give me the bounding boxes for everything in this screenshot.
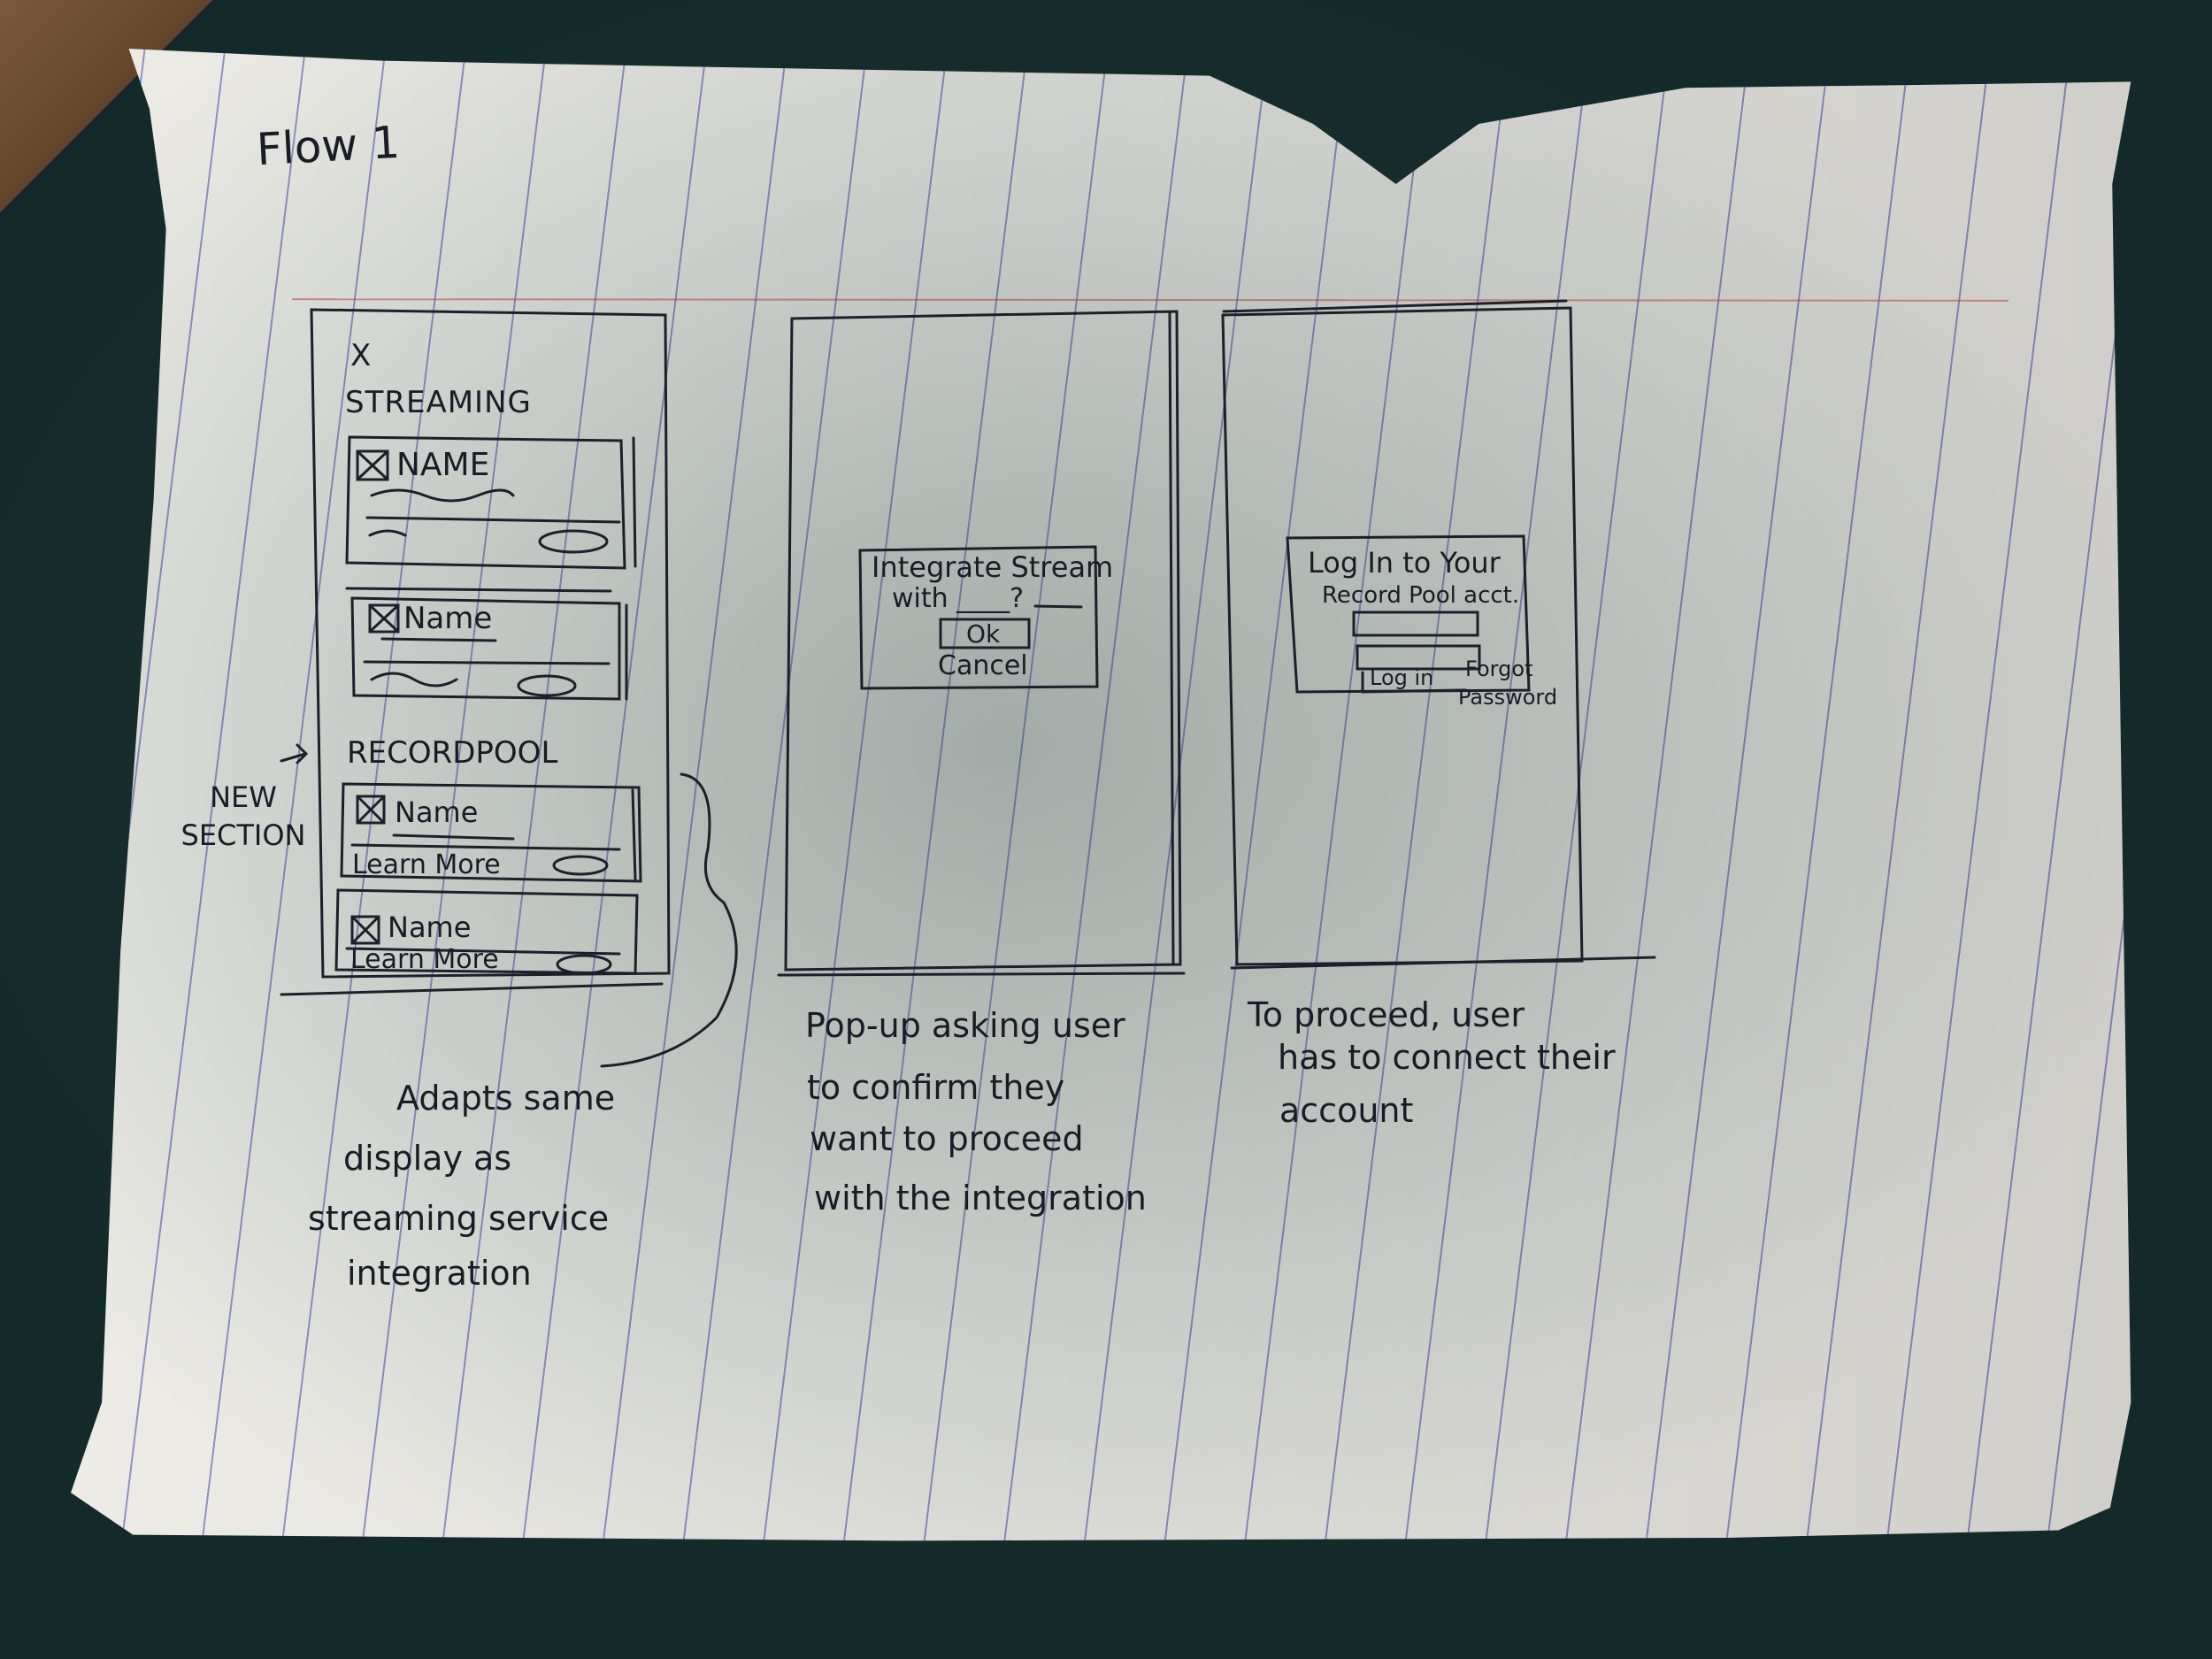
screen3-caption-line-3: account xyxy=(1279,1091,1414,1130)
screen3-caption-line-1: To proceed, user xyxy=(1248,995,1525,1034)
recordpool-heading: RECORDPOOL xyxy=(347,735,558,771)
screen1-caption-line-3: streaming service xyxy=(308,1199,610,1238)
recordpool-item-2-learn-more[interactable]: Learn More xyxy=(350,944,499,975)
bracket-line xyxy=(600,772,738,1068)
lined-paper xyxy=(71,49,2131,1541)
checkbox-icon xyxy=(356,795,386,825)
confirm-dialog-frame xyxy=(858,545,1099,690)
login-dialog-subtitle: Record Pool acct. xyxy=(1322,582,1520,609)
screen2-caption-line-3: want to proceed xyxy=(810,1119,1084,1158)
screen2-caption-line-4: with the integration xyxy=(814,1179,1147,1217)
close-icon[interactable]: X xyxy=(350,338,372,373)
forgot-password-link-word[interactable]: Password xyxy=(1458,685,1558,710)
flow-title: Flow 1 xyxy=(255,116,402,176)
screen2-caption-line-2: to confirm they xyxy=(807,1068,1065,1107)
login-dialog-title: Log In to Your xyxy=(1308,546,1501,580)
recordpool-item-2-name: Name xyxy=(388,910,472,944)
streaming-card-1 xyxy=(345,435,637,570)
screen1-caption-line-1: Adapts same xyxy=(396,1079,616,1118)
screen1-frame xyxy=(280,308,671,996)
recordpool-item-1-learn-more[interactable]: Learn More xyxy=(352,849,501,880)
ok-button[interactable]: Ok xyxy=(966,619,1001,649)
screen2-caption-line-1: Pop-up asking user xyxy=(805,1006,1125,1045)
checkbox-icon xyxy=(350,915,380,945)
recordpool-item-1-name: Name xyxy=(395,795,479,829)
checkbox-icon xyxy=(356,449,389,481)
recordpool-card-1 xyxy=(340,782,642,883)
new-section-note: NEW SECTION xyxy=(180,780,306,853)
streaming-item-1-name: NAME xyxy=(396,447,490,483)
toggle-icon xyxy=(538,529,609,554)
forgot-password-link[interactable]: Forgot xyxy=(1465,657,1533,681)
toggle-icon xyxy=(552,855,609,876)
arrow-icon xyxy=(280,743,309,764)
checkbox-icon xyxy=(368,603,400,634)
recordpool-card-2 xyxy=(334,888,639,975)
confirm-dialog-question: with ____? xyxy=(892,583,1025,614)
cancel-button[interactable]: Cancel xyxy=(938,650,1028,681)
screen3-caption-line-2: has to connect their xyxy=(1278,1038,1616,1077)
ok-button-frame xyxy=(939,618,1031,649)
toggle-icon xyxy=(517,674,577,697)
screen3-frame xyxy=(1221,299,1656,970)
screen2-frame xyxy=(777,310,1186,977)
screen1-caption-line-4: integration xyxy=(347,1254,532,1293)
streaming-item-2-name: Name xyxy=(403,601,493,636)
streaming-card-2 xyxy=(350,596,628,701)
login-dialog-frame xyxy=(1286,534,1531,694)
login-button[interactable]: Log in xyxy=(1370,665,1434,690)
username-field-frame xyxy=(1352,611,1479,637)
password-field-frame xyxy=(1356,644,1481,671)
streaming-heading: STREAMING xyxy=(345,385,532,420)
screen1-caption-line-2: display as xyxy=(343,1139,512,1178)
confirm-dialog-title: Integrate Stream xyxy=(872,550,1114,584)
toggle-icon xyxy=(556,954,612,975)
